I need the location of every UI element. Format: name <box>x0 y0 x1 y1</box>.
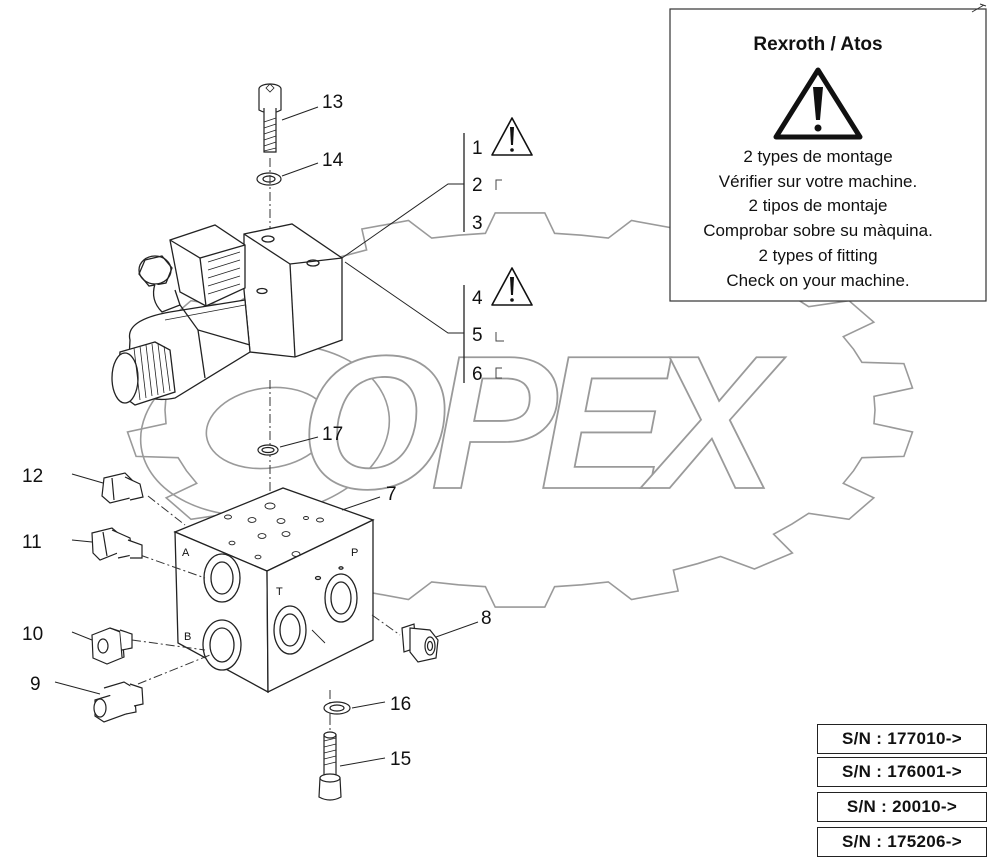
fitting-9 <box>93 681 144 723</box>
callout-13: 13 <box>322 92 343 113</box>
callout-5: 5 <box>472 325 483 346</box>
serial-number-box-1: S/N : 177010-> <box>817 724 987 754</box>
info-line-3: 2 tipos de montaje <box>749 196 888 215</box>
port-label-b: B <box>184 631 191 643</box>
info-line-1: 2 types de montage <box>743 147 892 166</box>
bracket-symbol-icon <box>495 179 504 379</box>
washer-16 <box>323 701 351 715</box>
callout-10: 10 <box>22 624 43 645</box>
callout-2: 2 <box>472 175 483 196</box>
callout-12: 12 <box>22 466 43 487</box>
info-line-2: Vérifier sur votre machine. <box>719 172 917 191</box>
callout-9: 9 <box>30 674 41 695</box>
info-line-6: Check on your machine. <box>726 271 909 290</box>
callout-6: 6 <box>472 364 483 385</box>
serial-number-box-2: S/N : 176001-> <box>817 757 987 787</box>
info-box-title: Rexroth / Atos <box>753 34 882 55</box>
callout-14: 14 <box>322 150 344 171</box>
manifold-block-7 <box>173 487 375 694</box>
warning-icon-group-2 <box>491 267 533 306</box>
warning-triangle-icon <box>773 67 863 140</box>
serial-number-box-3: S/N : 20010-> <box>817 792 987 822</box>
info-line-5: 2 types of fitting <box>758 246 877 265</box>
watermark-text: OPEX <box>300 317 786 529</box>
port-label-p: P <box>351 547 358 559</box>
port-label-a: A <box>182 547 190 559</box>
washer-14 <box>256 172 282 186</box>
watermark-o-inner <box>205 386 331 470</box>
callout-11: 11 <box>22 532 42 553</box>
callout-8: 8 <box>481 608 492 629</box>
info-line-4: Comprobar sobre su màquina. <box>703 221 933 240</box>
callout-7: 7 <box>386 484 397 505</box>
solenoid-valve <box>111 223 343 406</box>
fitting-10 <box>91 627 133 665</box>
info-box: Rexroth / Atos 2 types de montage Vérifi… <box>669 8 987 302</box>
fitting-12 <box>101 472 144 504</box>
callout-3: 3 <box>472 213 483 234</box>
callout-1: 1 <box>472 138 483 159</box>
o-ring-17 <box>257 444 279 456</box>
callout-16: 16 <box>390 694 411 715</box>
fitting-8 <box>401 623 439 663</box>
corner-mark <box>971 3 987 13</box>
callout-4: 4 <box>472 288 483 309</box>
serial-number-box-4: S/N : 175206-> <box>817 827 987 857</box>
screw-13 <box>258 83 282 153</box>
variant-groups <box>341 133 465 383</box>
callout-17: 17 <box>322 424 343 445</box>
warning-icon-group-1 <box>491 117 533 156</box>
port-label-t: T <box>276 586 283 598</box>
fitting-11 <box>91 527 143 561</box>
callout-15: 15 <box>390 749 411 770</box>
screw-15 <box>318 731 342 801</box>
opex-watermark: OPEX <box>126 212 914 608</box>
